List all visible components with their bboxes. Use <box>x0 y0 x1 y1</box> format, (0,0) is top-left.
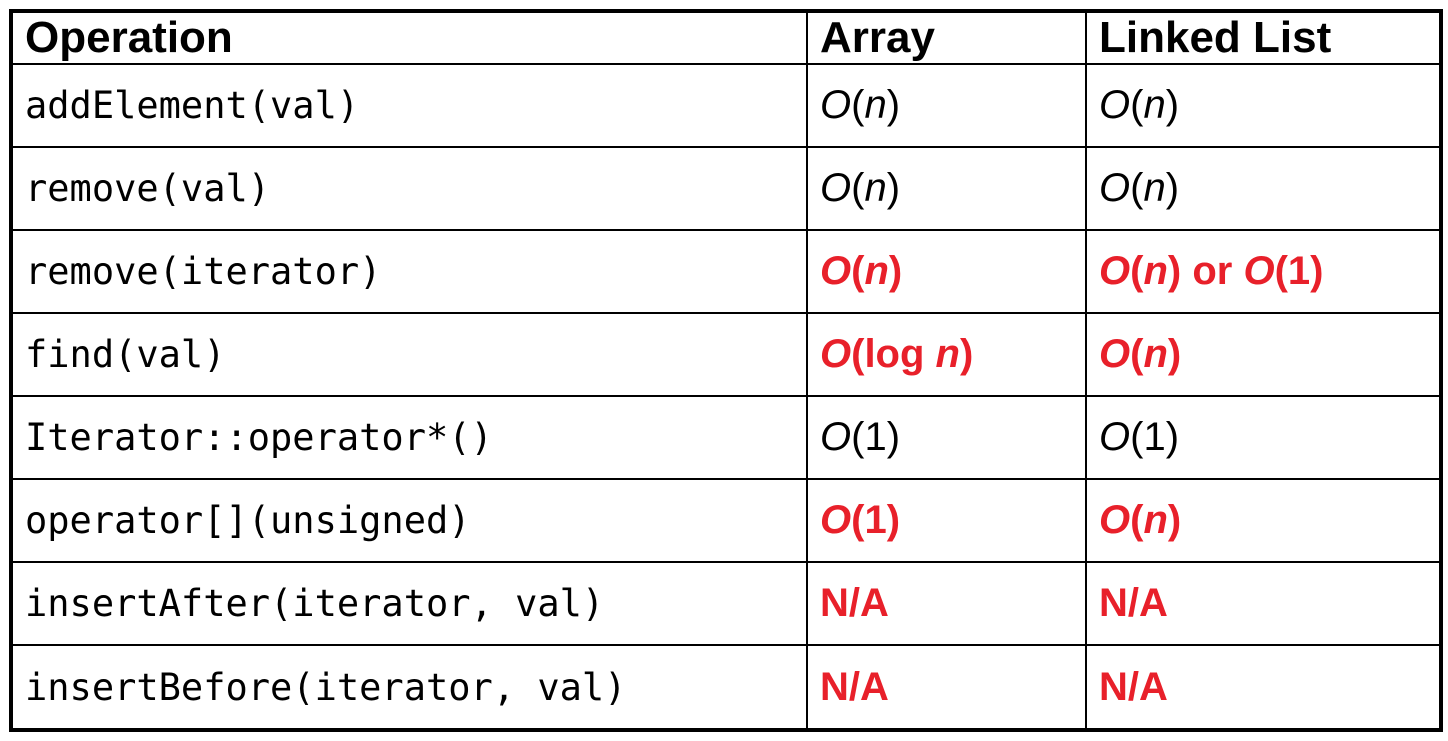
math-variable: O <box>820 332 852 377</box>
complexity-text: ) or <box>1167 249 1244 294</box>
complexity-text: ( <box>1130 249 1144 294</box>
math-variable: n <box>1143 83 1166 127</box>
complexity-text: ) <box>1165 166 1180 211</box>
operation-cell: addElement(val) <box>10 62 808 149</box>
complexity-text: N/A <box>1099 581 1168 626</box>
operation-cell: remove(iterator) <box>10 229 808 315</box>
table-row: insertBefore(iterator, val) N/A N/A <box>10 644 1442 731</box>
operation-cell: insertAfter(iterator, val) <box>10 561 808 647</box>
operation-cell: Iterator::operator*() <box>10 395 808 481</box>
operation-cell: operator[](unsigned) <box>10 478 808 564</box>
math-variable: O <box>820 83 852 127</box>
array-complexity-cell: O(1) <box>806 478 1087 564</box>
complexity-text: ( <box>851 249 865 294</box>
array-complexity-cell: O(log n) <box>806 312 1087 398</box>
complexity-text: (1) <box>851 498 901 543</box>
table-row: Iterator::operator*()O(1)O(1) <box>10 395 1442 481</box>
math-variable: O <box>1099 83 1131 127</box>
complexity-table: Operation Array Linked List addElement(v… <box>9 9 1443 732</box>
linked-list-complexity-cell: O(n) <box>1085 146 1442 232</box>
linked-list-complexity-cell: N/A <box>1085 644 1442 731</box>
table-row: remove(iterator)O(n)O(n) or O(1) <box>10 229 1442 315</box>
math-variable: O <box>820 249 852 294</box>
math-variable: n <box>1143 498 1168 543</box>
operation-cell: insertBefore(iterator, val) <box>10 644 808 731</box>
complexity-text: ) <box>1167 498 1182 543</box>
table-row: addElement(val)O(n)O(n) <box>10 62 1442 149</box>
linked-list-complexity-cell: O(n) <box>1085 478 1442 564</box>
math-variable: O <box>1243 249 1275 294</box>
header-linked-list: Linked List <box>1085 10 1442 65</box>
complexity-text: N/A <box>1099 664 1168 709</box>
complexity-text: N/A <box>820 581 889 626</box>
math-variable: O <box>1099 332 1131 377</box>
math-variable: O <box>820 166 852 211</box>
complexity-text: ) <box>959 332 974 377</box>
complexity-text: ) <box>888 249 903 294</box>
table-row: remove(val)O(n)O(n) <box>10 146 1442 232</box>
complexity-text: ( <box>851 166 865 211</box>
header-row: Operation Array Linked List <box>10 10 1442 65</box>
linked-list-complexity-cell: O(n) <box>1085 62 1442 149</box>
table-row: insertAfter(iterator, val) N/A N/A <box>10 561 1442 647</box>
header-array: Array <box>806 10 1087 65</box>
complexity-text: (1) <box>1274 249 1324 294</box>
math-variable: n <box>864 166 887 211</box>
table-row: find(val)O(log n)O(n) <box>10 312 1442 398</box>
array-complexity-cell: O(n) <box>806 62 1087 149</box>
array-complexity-cell: N/A <box>806 561 1087 647</box>
complexity-text: ) <box>886 166 901 211</box>
complexity-text: ) <box>1167 332 1182 377</box>
complexity-text: N/A <box>820 664 889 709</box>
complexity-text: ( <box>1130 498 1144 543</box>
math-variable: n <box>1143 249 1168 294</box>
complexity-text: ( <box>1130 332 1144 377</box>
complexity-text: ( <box>1130 166 1144 211</box>
array-complexity-cell: O(n) <box>806 229 1087 315</box>
table-body: addElement(val)O(n)O(n)remove(val)O(n)O(… <box>10 62 1442 731</box>
linked-list-complexity-cell: O(1) <box>1085 395 1442 481</box>
table-row: operator[](unsigned)O(1)O(n) <box>10 478 1442 564</box>
complexity-text: ( <box>851 83 865 127</box>
operation-cell: remove(val) <box>10 146 808 232</box>
math-variable: n <box>1143 166 1166 211</box>
operation-cell: find(val) <box>10 312 808 398</box>
math-variable: n <box>864 83 887 127</box>
array-complexity-cell: O(1) <box>806 395 1087 481</box>
header-operation: Operation <box>10 10 808 65</box>
math-variable: n <box>864 249 889 294</box>
math-variable: O <box>1099 498 1131 543</box>
complexity-text: ) <box>886 83 901 127</box>
complexity-text: (1) <box>1130 415 1180 460</box>
math-variable: n <box>935 332 960 377</box>
math-variable: O <box>820 415 852 460</box>
complexity-text: (log <box>851 332 936 377</box>
math-variable: O <box>1099 249 1131 294</box>
array-complexity-cell: N/A <box>806 644 1087 731</box>
math-variable: O <box>1099 166 1131 211</box>
math-variable: O <box>1099 415 1131 460</box>
math-variable: O <box>820 498 852 543</box>
array-complexity-cell: O(n) <box>806 146 1087 232</box>
math-variable: n <box>1143 332 1168 377</box>
complexity-text: (1) <box>851 415 901 460</box>
linked-list-complexity-cell: N/A <box>1085 561 1442 647</box>
linked-list-complexity-cell: O(n) or O(1) <box>1085 229 1442 315</box>
linked-list-complexity-cell: O(n) <box>1085 312 1442 398</box>
complexity-text: ( <box>1130 83 1144 127</box>
complexity-text: ) <box>1165 83 1180 127</box>
